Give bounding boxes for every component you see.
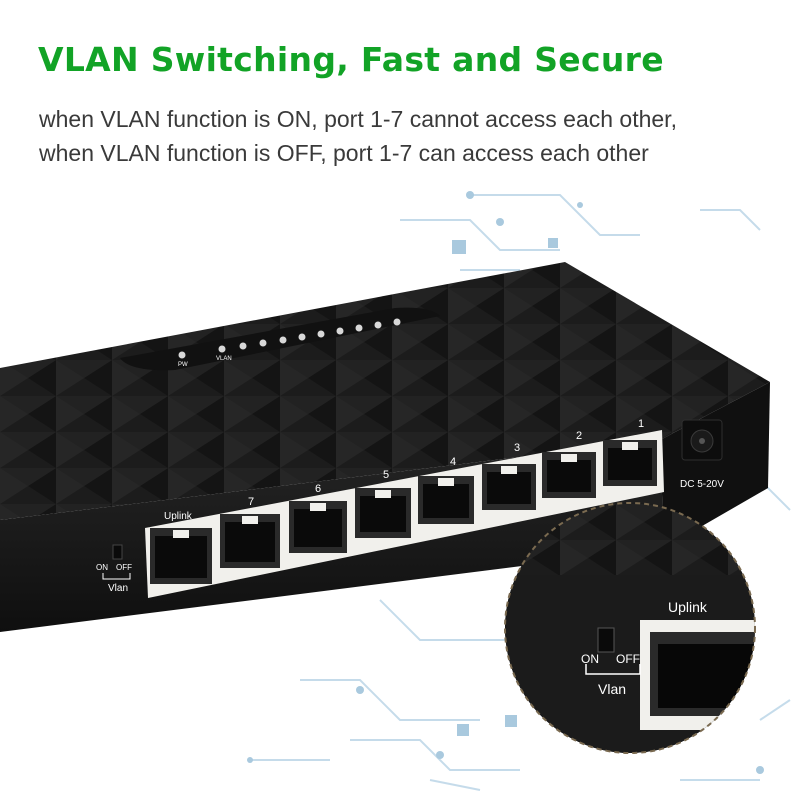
port-label-2: 2: [576, 430, 582, 442]
port-6: [289, 501, 347, 553]
port-7: [220, 514, 280, 568]
port-3: [482, 464, 536, 510]
power-label: DC 5-20V: [680, 479, 724, 490]
vlan-toggle: [112, 544, 123, 560]
port-label-uplink: Uplink: [164, 511, 193, 522]
switch-top-surface: [0, 262, 770, 520]
port-2: [542, 452, 596, 498]
ethernet-switch: PW VLAN: [0, 262, 770, 632]
port-label-1: 1: [638, 418, 644, 430]
status-leds: [178, 318, 401, 359]
inset-off-label: OFF: [616, 652, 640, 666]
description-line-2: when VLAN function is OFF, port 1-7 can …: [39, 140, 649, 166]
port-label-6: 6: [315, 483, 321, 495]
circuit-background: [250, 194, 791, 791]
headline: VLAN Switching, Fast and Secure: [38, 40, 664, 79]
inset-on-label: ON: [581, 652, 599, 666]
led-label-pw: PW: [178, 362, 188, 368]
switch-on-label: ON: [96, 563, 108, 572]
port-uplink: [150, 528, 212, 584]
switch-off-label: OFF: [116, 563, 132, 572]
port-1: [603, 440, 657, 486]
switch-vlan-label: Vlan: [108, 583, 128, 594]
description: when VLAN function is ON, port 1-7 canno…: [39, 102, 677, 170]
port-4: [418, 476, 474, 524]
led-label-vlan: VLAN: [216, 356, 232, 362]
switch-side-face: [660, 382, 770, 548]
port-label-4: 4: [450, 456, 456, 468]
port-label-5: 5: [383, 469, 389, 481]
port-label-7: 7: [248, 496, 254, 508]
port-5: [355, 488, 411, 538]
inset-vlan-label: Vlan: [598, 681, 626, 697]
port-label-3: 3: [514, 442, 520, 454]
description-line-1: when VLAN function is ON, port 1-7 canno…: [39, 106, 677, 132]
inset-uplink-label: Uplink: [668, 599, 708, 615]
